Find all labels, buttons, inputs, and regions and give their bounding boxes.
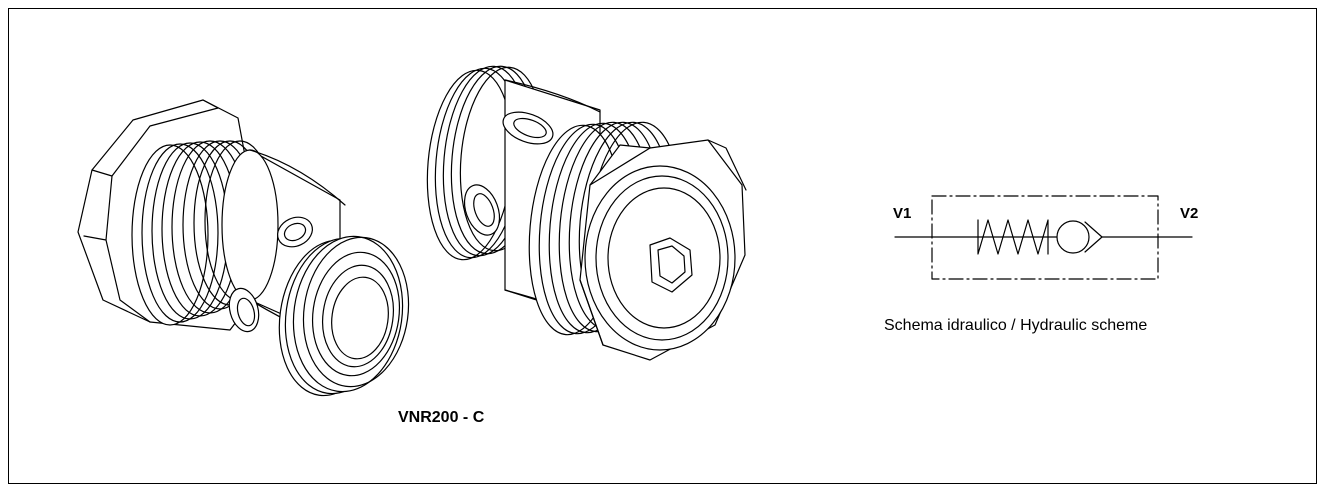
scheme-caption: Schema idraulico / Hydraulic scheme bbox=[884, 317, 1148, 334]
side-hole bbox=[277, 216, 313, 248]
spring-symbol bbox=[977, 219, 1049, 255]
thread-rings bbox=[131, 140, 276, 326]
nose-end bbox=[278, 235, 410, 397]
product-code: VNR200 - C bbox=[398, 409, 485, 426]
check-ball bbox=[1056, 220, 1090, 254]
hex-socket bbox=[649, 237, 693, 293]
valve-seat bbox=[1084, 221, 1103, 253]
drawing-frame bbox=[8, 8, 1317, 484]
port-label-v2: V2 bbox=[1180, 205, 1199, 222]
hydraulic-symbol bbox=[894, 195, 1193, 280]
side-hole bbox=[228, 287, 260, 333]
port-label-v1: V1 bbox=[893, 205, 912, 222]
cartridge-head-view bbox=[426, 65, 747, 361]
cartridge-nose-view bbox=[77, 99, 410, 397]
hex-head bbox=[579, 139, 747, 361]
side-hole bbox=[463, 184, 501, 236]
